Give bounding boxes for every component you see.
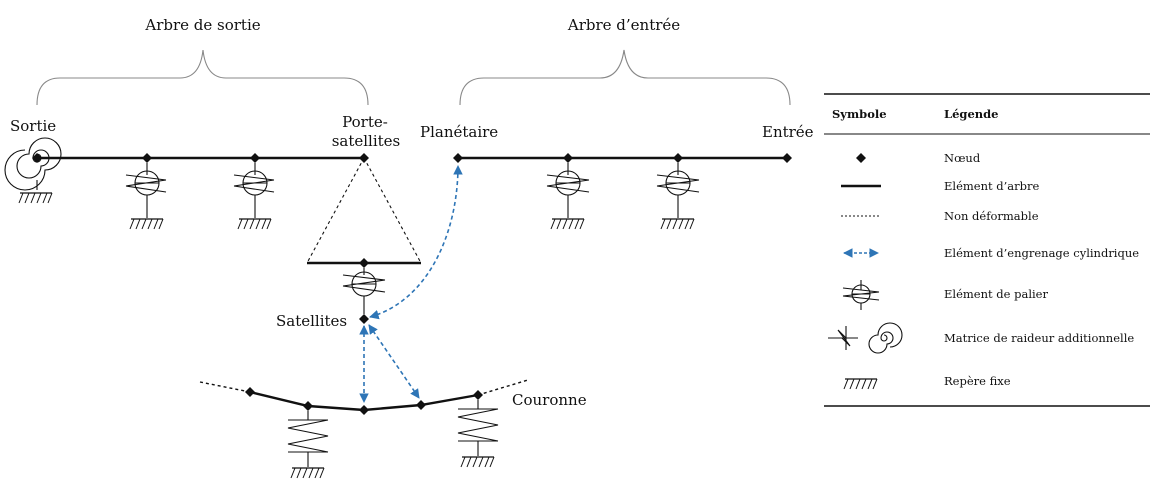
- legend-table: Symbole Légende Nœud Elément d’arbre Non…: [824, 93, 1150, 407]
- node-icon: [416, 400, 426, 410]
- legend-item-label: Elément d’engrenage cylindrique: [944, 246, 1139, 260]
- legend-item-label: Elément de palier: [944, 287, 1048, 301]
- bearing-icon: [842, 280, 880, 310]
- planets-label: Satellites: [276, 312, 347, 330]
- planet-bearing: [342, 268, 386, 314]
- output-shaft-brace: [36, 49, 369, 106]
- output-bearing-2: [233, 163, 275, 230]
- output-label: Sortie: [10, 117, 56, 135]
- carrier-label-line1: Porte-: [342, 113, 388, 131]
- planet-ring-mesh-2: [368, 324, 420, 399]
- input-shaft: [453, 153, 792, 163]
- legend-header-legend: Légende: [944, 107, 998, 121]
- node-icon: [782, 153, 792, 163]
- fixed-ground-icon: [843, 378, 878, 390]
- carrier-rigid-triangle: [306, 157, 422, 268]
- legend-item-label: Elément d’arbre: [944, 179, 1040, 193]
- node-icon: [359, 405, 369, 415]
- ring-spring-2: [457, 400, 499, 468]
- node-icon: [453, 153, 463, 163]
- legend-item-label: Repère fixe: [944, 374, 1011, 388]
- output-shaft: [4, 137, 369, 204]
- legend-item-label: Non déformable: [944, 209, 1039, 223]
- output-ground-icon: [18, 192, 53, 204]
- output-stiffness-spiral-icon: [4, 137, 62, 191]
- input-label: Entrée: [762, 123, 814, 141]
- node-icon: [563, 153, 573, 163]
- ring-spring-1: [287, 411, 329, 479]
- input-shaft-brace: [459, 49, 791, 106]
- sun-planet-mesh: [369, 165, 463, 320]
- node-icon: [142, 153, 152, 163]
- node-diamond-icon: [856, 153, 866, 163]
- ring-label: Couronne: [512, 391, 587, 409]
- node-icon: [32, 153, 42, 163]
- legend-header-symbol: Symbole: [832, 107, 887, 121]
- node-icon: [245, 387, 255, 397]
- node-icon: [473, 390, 483, 400]
- sun-label: Planétaire: [420, 123, 498, 141]
- legend-item-label: Matrice de raideur additionnelle: [944, 331, 1134, 345]
- node-icon: [359, 258, 369, 268]
- planet-node-icon: [359, 314, 369, 324]
- stiffness-spring-spiral-icon: [828, 322, 903, 354]
- gear-mesh-connections: [359, 165, 463, 403]
- input-bearing-2: [656, 163, 700, 230]
- output-bearing-1: [125, 163, 167, 230]
- input-bearing-1: [546, 163, 590, 230]
- ring-gear: [199, 379, 529, 415]
- input-shaft-title: Arbre d’entrée: [567, 16, 680, 34]
- output-shaft-title: Arbre de sortie: [144, 16, 260, 34]
- node-icon: [303, 401, 313, 411]
- node-icon: [673, 153, 683, 163]
- node-icon: [250, 153, 260, 163]
- carrier-label-line2: satellites: [332, 132, 401, 150]
- legend-item-label: Nœud: [944, 151, 981, 165]
